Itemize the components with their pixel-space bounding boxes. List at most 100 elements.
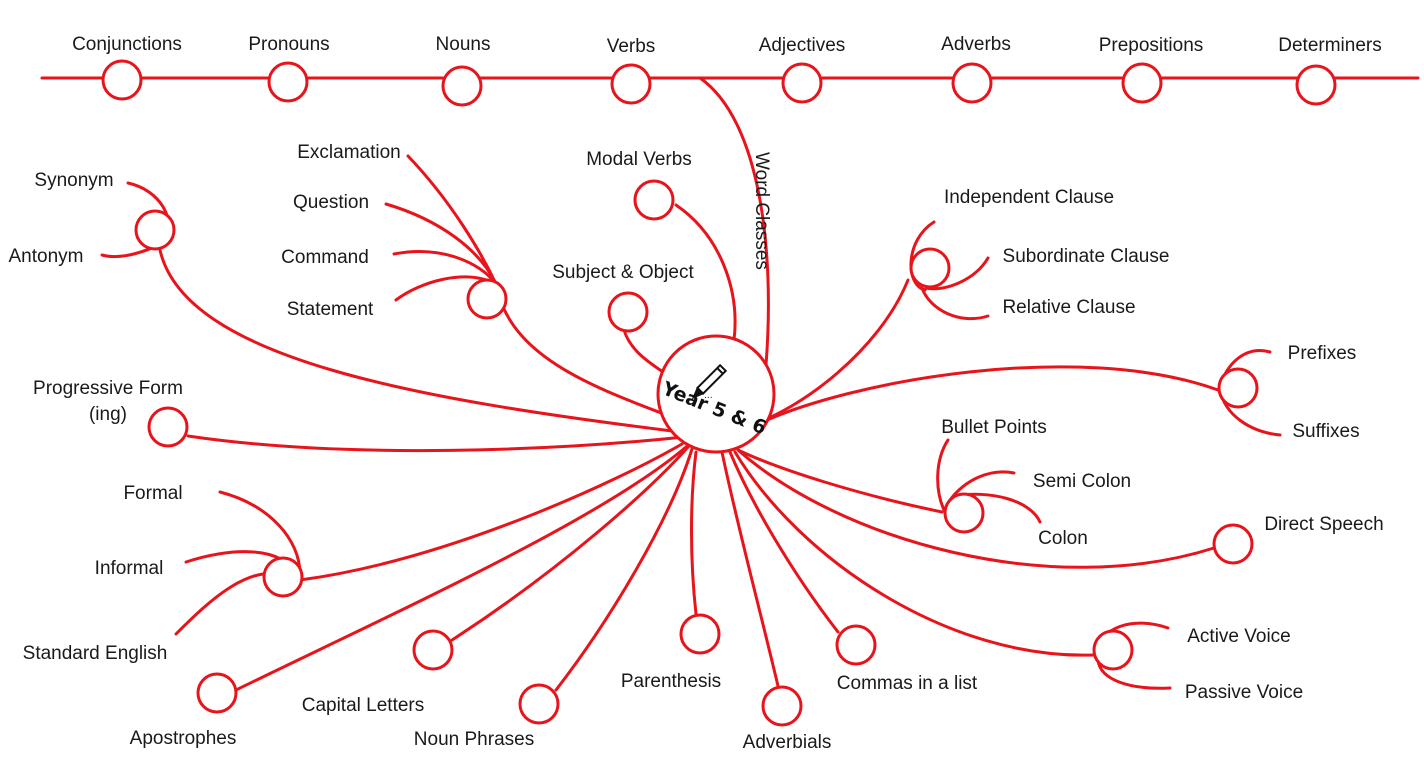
timeline-node xyxy=(951,62,993,104)
label-commas-in-a-list: Commas in a list xyxy=(837,673,978,694)
branch-word-relations xyxy=(158,248,690,435)
node-clauses: Independent Clause Subordinate Clause Re… xyxy=(909,187,1170,318)
node-parenthesis: Parenthesis xyxy=(621,613,721,692)
branch-punctuation-lists xyxy=(736,448,944,514)
label-antonym: Antonym xyxy=(9,246,84,267)
timeline-item-adverbs: Adverbs xyxy=(941,34,1011,104)
timeline-label: Determiners xyxy=(1278,35,1381,56)
label-capital-letters: Capital Letters xyxy=(302,695,425,716)
label-semi-colon: Semi Colon xyxy=(1033,471,1131,492)
node-circle xyxy=(607,291,649,333)
branch-noun-phrases xyxy=(554,447,694,692)
branch-lines xyxy=(158,203,1220,692)
node-commas-in-a-list: Commas in a list xyxy=(835,624,978,694)
label-active-voice: Active Voice xyxy=(1187,626,1291,647)
branch-voice xyxy=(733,450,1096,657)
center-circle xyxy=(656,334,776,454)
sub-branch-passive-voice xyxy=(1096,658,1172,690)
timeline-label: Adjectives xyxy=(759,35,846,56)
sub-branch-relative-clause xyxy=(920,286,990,321)
branch-affixes xyxy=(754,365,1220,427)
node-circle xyxy=(134,209,176,251)
label-progressive-form: Progressive Form xyxy=(33,378,183,399)
node-voice: Active Voice Passive Voice xyxy=(1092,626,1303,703)
label-prefixes: Prefixes xyxy=(1288,343,1357,364)
timeline-node xyxy=(101,59,143,101)
timeline-node xyxy=(1121,62,1163,104)
timeline-item-adjectives: Adjectives xyxy=(759,35,846,104)
timeline-item-conjunctions: Conjunctions xyxy=(72,34,182,101)
node-circle xyxy=(518,683,560,725)
pencil-icon xyxy=(691,363,728,400)
label-colon: Colon xyxy=(1038,528,1088,549)
node-circle xyxy=(679,613,721,655)
timeline-node xyxy=(1295,64,1337,106)
branch-capital-letters xyxy=(450,445,690,642)
label-modal-verbs: Modal Verbs xyxy=(586,149,692,170)
node-circle xyxy=(1217,367,1259,409)
branch-apostrophes xyxy=(234,445,688,692)
node-capital-letters: Capital Letters xyxy=(302,629,454,716)
label-formal: Formal xyxy=(123,483,182,504)
center-node: ... Year 5 & 6 xyxy=(656,334,776,454)
node-formality: Formal Informal Standard English xyxy=(23,483,304,664)
label-parenthesis: Parenthesis xyxy=(621,671,721,692)
label-direct-speech: Direct Speech xyxy=(1264,514,1383,535)
sub-branch-question xyxy=(384,202,498,286)
timeline-node xyxy=(610,63,652,105)
label-statement: Statement xyxy=(287,299,374,320)
label-noun-phrases: Noun Phrases xyxy=(414,729,534,750)
label-bullet-points: Bullet Points xyxy=(941,417,1047,438)
node-circle xyxy=(909,247,951,289)
node-modal-verbs: Modal Verbs xyxy=(586,149,692,221)
node-circle xyxy=(1212,523,1254,565)
node-circle xyxy=(262,556,304,598)
node-progressive-form: Progressive Form (ing) xyxy=(33,378,189,448)
timeline-item-determiners: Determiners xyxy=(1278,35,1382,106)
timeline-label: Verbs xyxy=(607,36,656,57)
timeline-item-pronouns: Pronouns xyxy=(248,34,330,103)
label-subordinate-clause: Subordinate Clause xyxy=(1003,246,1170,267)
label-synonym: Synonym xyxy=(34,170,113,191)
sub-branch-command xyxy=(392,250,498,286)
node-circle xyxy=(943,492,985,534)
branch-commas-in-a-list xyxy=(728,450,840,634)
node-subject-object: Subject & Object xyxy=(552,262,694,333)
word-classes-branch xyxy=(698,76,770,367)
label-command: Command xyxy=(281,247,369,268)
label-apostrophes: Apostrophes xyxy=(130,728,237,749)
branch-parenthesis xyxy=(690,450,698,616)
timeline-node xyxy=(267,61,309,103)
label-independent-clause: Independent Clause xyxy=(944,187,1114,208)
label-adverbials: Adverbials xyxy=(743,732,832,753)
label-informal: Informal xyxy=(95,558,164,579)
node-affixes: Prefixes Suffixes xyxy=(1217,343,1360,442)
node-word-relations: Synonym Antonym xyxy=(9,170,176,267)
branch-progressive-form xyxy=(186,434,686,453)
node-punctuation-lists: Bullet Points Semi Colon Colon xyxy=(941,417,1131,549)
label-progressive-form-ing: (ing) xyxy=(89,404,127,425)
label-standard-english: Standard English xyxy=(23,643,168,664)
label-question: Question xyxy=(293,192,369,213)
timeline-label: Pronouns xyxy=(248,34,329,55)
node-circle xyxy=(412,629,454,671)
node-circle xyxy=(466,278,508,320)
node-noun-phrases: Noun Phrases xyxy=(414,683,560,750)
timeline-item-verbs: Verbs xyxy=(607,36,656,105)
branch-adverbials xyxy=(720,450,780,688)
word-classes-caption: Word Classes xyxy=(751,152,772,270)
label-suffixes: Suffixes xyxy=(1292,421,1359,442)
sub-branch-bullet-points xyxy=(936,438,950,512)
node-circle xyxy=(147,406,189,448)
node-circle xyxy=(1092,629,1134,671)
branch-subject-object xyxy=(622,328,668,376)
branch-modal-verbs xyxy=(674,203,737,342)
label-exclamation: Exclamation xyxy=(297,142,401,163)
branch-formality xyxy=(298,442,684,582)
branch-direct-speech xyxy=(736,448,1216,569)
node-sentence-types: Exclamation Question Command Statement xyxy=(281,142,508,320)
timeline-node xyxy=(441,65,483,107)
timeline-item-nouns: Nouns xyxy=(436,34,490,107)
node-circle xyxy=(196,672,238,714)
